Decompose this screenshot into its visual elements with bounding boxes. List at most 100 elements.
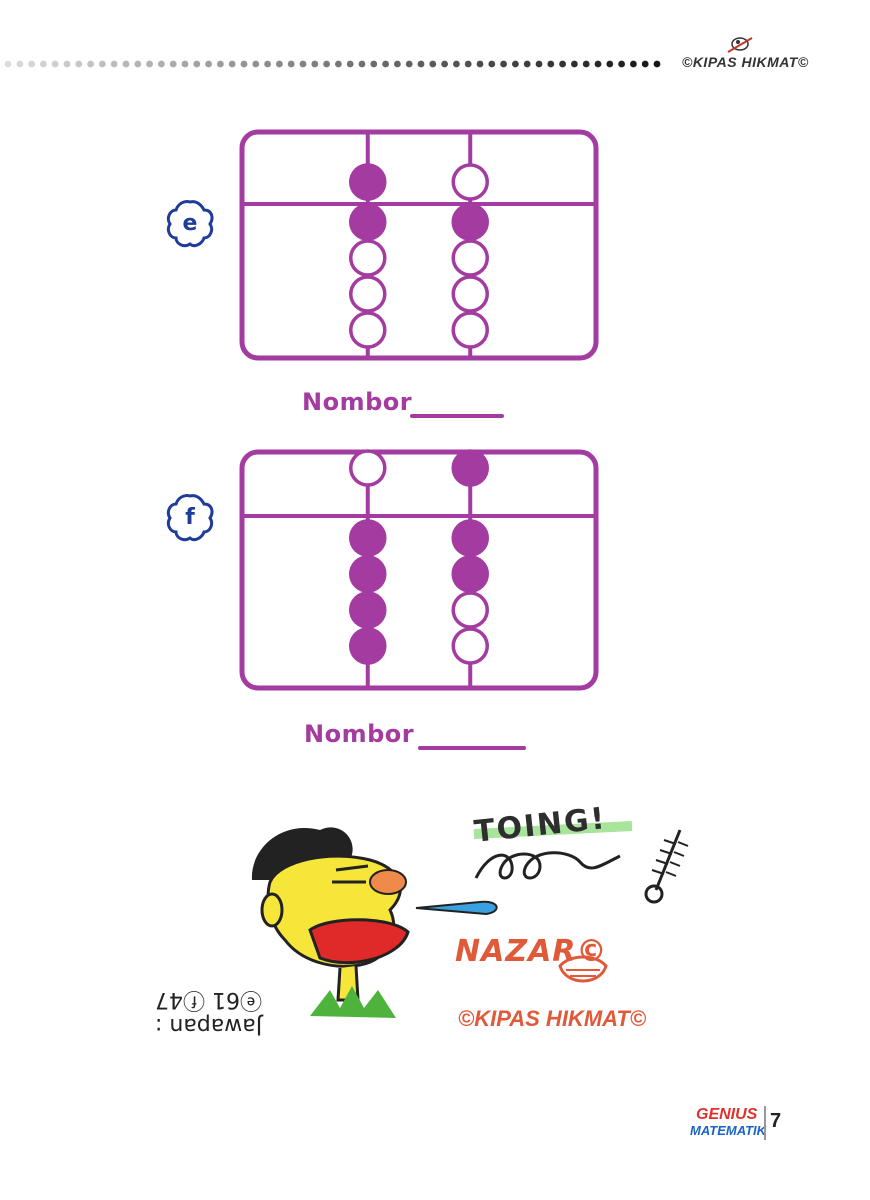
header-dot (99, 60, 106, 68)
nombor-label: Nombor (304, 720, 415, 748)
header-dot (193, 60, 201, 68)
header-brand: ©KIPAS HIKMAT© (682, 54, 809, 70)
abacus-bead (451, 203, 489, 241)
abacus-bead (349, 163, 387, 201)
abacus-frame (239, 449, 599, 691)
logo-bottom-text: MATEMATIK (690, 1123, 767, 1138)
header-dot (63, 60, 71, 68)
header-dot (122, 60, 130, 68)
header-dot (4, 60, 12, 68)
header-dot (547, 60, 555, 68)
abacus-bead (349, 311, 387, 349)
answer-blank (418, 746, 526, 750)
abacus-bead (451, 591, 489, 629)
abacus-bead (451, 163, 489, 201)
abacus-bead (349, 239, 387, 277)
header-dot (429, 60, 437, 68)
abacus-bead (349, 275, 387, 313)
abacus-bead (451, 239, 489, 277)
abacus-bead (451, 627, 489, 665)
header-dot (582, 60, 590, 68)
header-dot (181, 60, 189, 68)
header-dot (169, 60, 177, 68)
abacus-bead (451, 555, 489, 593)
header-dot (323, 60, 330, 68)
header-dot (335, 60, 342, 68)
header-dot (594, 60, 602, 68)
header-dot (346, 60, 354, 68)
header-dot (358, 60, 366, 68)
header-dot (158, 60, 165, 68)
abacus-bead (349, 519, 387, 557)
abacus-frame (239, 129, 599, 361)
page-number: 7 (770, 1110, 782, 1132)
header-dot (370, 60, 378, 68)
abacus-bead (451, 449, 489, 487)
abacus-e (239, 129, 599, 361)
header-dot (630, 60, 637, 68)
header-dot (535, 60, 543, 68)
genius-matematik-logo: GENIUS MATEMATIK (690, 1106, 766, 1144)
header-dot (75, 60, 83, 68)
header-dot (252, 60, 260, 68)
label-bubble-f-icon (166, 494, 214, 542)
header-dot (464, 60, 472, 68)
abacus-f (239, 449, 599, 691)
answer-label: Jawapan : (155, 1013, 263, 1038)
logo-top-text: GENIUS (696, 1106, 758, 1123)
header-dot (276, 60, 283, 68)
abacus-bead (451, 519, 489, 557)
header-dot (453, 60, 460, 68)
header-dot (417, 60, 425, 68)
header-dot (146, 60, 154, 68)
abacus-bead (349, 555, 387, 593)
label-bubble-e-icon (166, 200, 214, 248)
header-dot (606, 60, 614, 68)
header-dot (16, 60, 24, 68)
header-dot (264, 60, 271, 68)
header-dot (488, 60, 496, 68)
answer-blank (410, 414, 504, 418)
exercise-label: e (182, 211, 198, 236)
nombor-label: Nombor (302, 388, 413, 416)
cartoon-brand: ©KIPAS HIKMAT© (458, 1006, 647, 1031)
mascot-icon (727, 37, 753, 53)
exercise-label: f (185, 505, 195, 530)
header-dot (205, 60, 213, 68)
header-dot (382, 60, 389, 68)
cartoon-illustration (251, 821, 689, 1018)
abacus-bead (349, 591, 387, 629)
header-dot (28, 60, 35, 68)
header-dot (476, 60, 484, 68)
header-dot (287, 60, 295, 68)
header-dot (523, 60, 531, 68)
header-dot (559, 60, 566, 68)
header-dot (40, 60, 47, 68)
header-dot (228, 60, 236, 68)
header-dot (405, 60, 413, 68)
header-dot (512, 60, 519, 68)
header-dot (618, 60, 625, 68)
header-dot (500, 60, 507, 68)
header-dot (653, 60, 661, 68)
abacus-bead (349, 203, 387, 241)
header-dot (217, 60, 224, 68)
abacus-bead (451, 275, 489, 313)
header-dot (641, 60, 649, 68)
header-dot (87, 60, 94, 68)
header-dot (311, 60, 319, 68)
abacus-bead (349, 627, 387, 665)
header-dot (441, 60, 448, 68)
page-number-divider (764, 1106, 766, 1140)
header-dot (571, 60, 578, 68)
header-dotted-rule (4, 60, 661, 68)
abacus-bead (349, 449, 387, 487)
header-dot (394, 60, 401, 68)
artist-signature: NAZAR© (455, 934, 608, 969)
header-dot (299, 60, 307, 68)
abacus-bead (451, 311, 489, 349)
header-dot (51, 60, 59, 68)
upside-down-answer: Jawapan : ⓔ61 ⓕ47 (155, 986, 385, 1038)
header-dot (110, 60, 118, 68)
answer-text: ⓔ61 ⓕ47 (155, 987, 262, 1012)
